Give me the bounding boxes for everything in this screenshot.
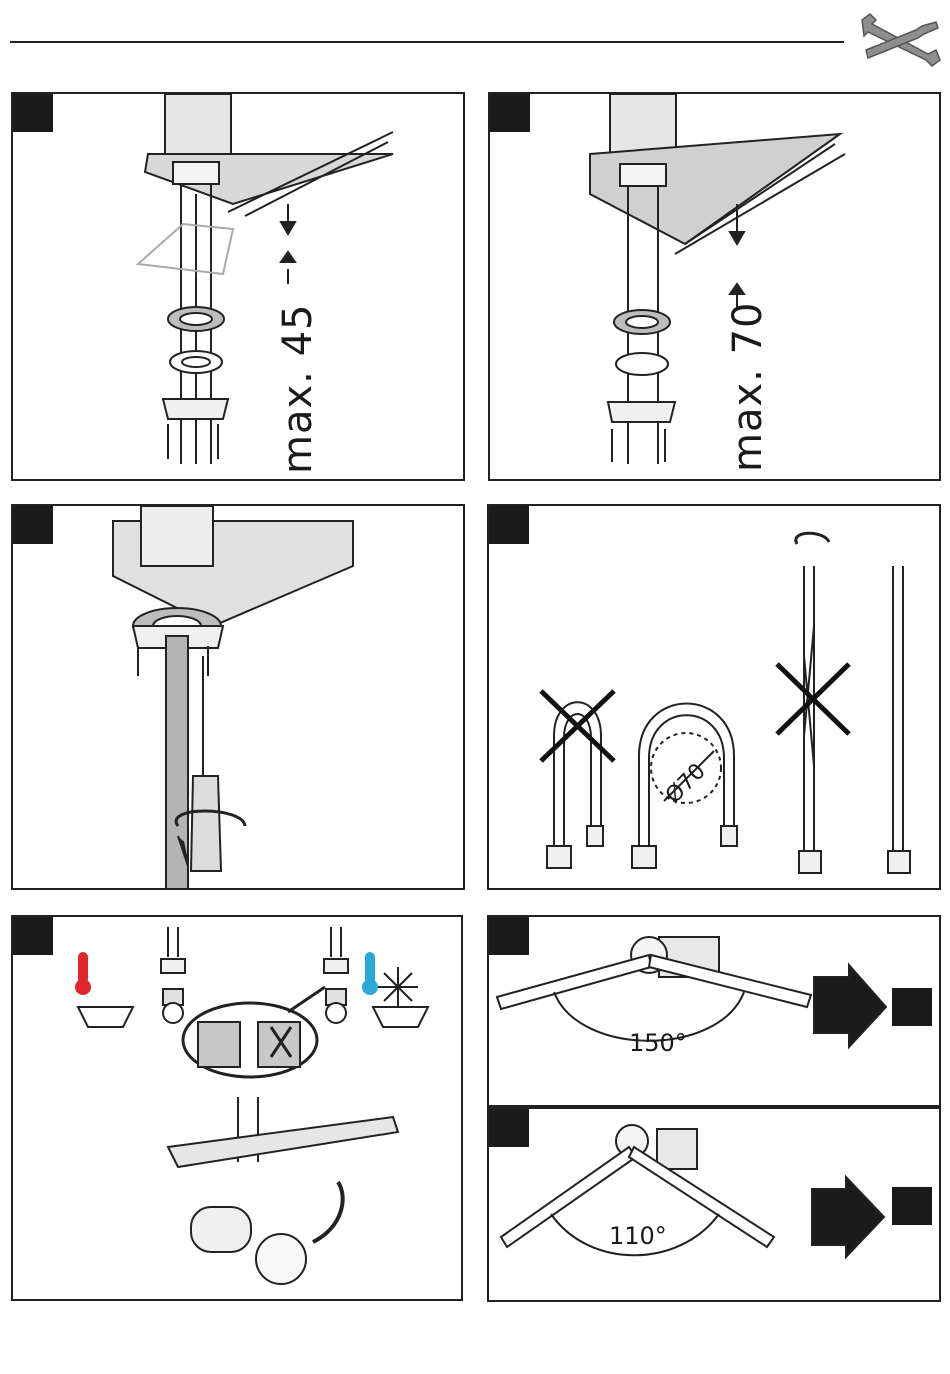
snowflake-icon — [362, 952, 418, 1007]
screwdriver-illustration — [13, 506, 465, 890]
next-step-box — [892, 988, 932, 1026]
angle-label: 110° — [609, 1222, 667, 1250]
lever-angle-150-illustration — [489, 917, 941, 1107]
panel-3 — [11, 504, 465, 890]
max-dimension-label: max. 45 — [275, 304, 321, 474]
wrench-screwdriver-icon — [856, 10, 942, 70]
panel-6: 150° — [487, 915, 941, 1107]
angle-label: 150° — [629, 1029, 687, 1057]
cross-mark-icon — [541, 664, 849, 761]
mounting-illustration — [490, 94, 941, 481]
panel-2: max. 70 — [488, 92, 941, 481]
hose-bending-illustration — [489, 506, 941, 890]
hose-connection-illustration — [13, 917, 463, 1301]
next-step-box — [892, 1187, 932, 1225]
lever-angle-110-illustration — [489, 1109, 941, 1302]
max-dimension-label: max. 70 — [725, 302, 771, 472]
panel-4: Ø70 — [487, 504, 941, 890]
panel-5 — [11, 915, 463, 1301]
panel-7: 110° — [487, 1107, 941, 1302]
header-rule — [10, 41, 844, 43]
mounting-illustration — [13, 94, 465, 481]
thermometer-hot-icon — [75, 952, 91, 995]
panel-1: max. 45 — [11, 92, 465, 481]
